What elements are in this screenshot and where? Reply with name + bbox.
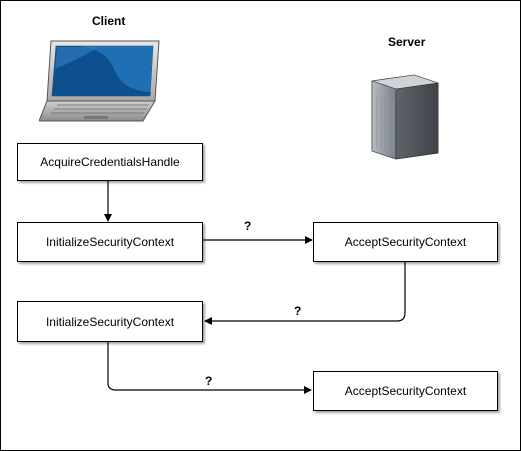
server-label: Server [388, 35, 426, 49]
initialize-context-box-1: InitializeSecurityContext [17, 222, 203, 262]
arrow-init-to-accept-2 [107, 342, 312, 394]
accept-context-box-2: AcceptSecurityContext [313, 371, 498, 411]
client-label: Client [92, 14, 126, 28]
question-marker-1: ? [244, 219, 252, 233]
accept-context-box-1: AcceptSecurityContext [313, 222, 498, 262]
acquire-credentials-box: AcquireCredentialsHandle [17, 143, 203, 181]
question-marker-2: ? [294, 304, 302, 318]
arrow-accept-to-init [204, 262, 406, 325]
initialize-context-box-2: InitializeSecurityContext [17, 301, 203, 342]
question-marker-3: ? [205, 374, 213, 388]
